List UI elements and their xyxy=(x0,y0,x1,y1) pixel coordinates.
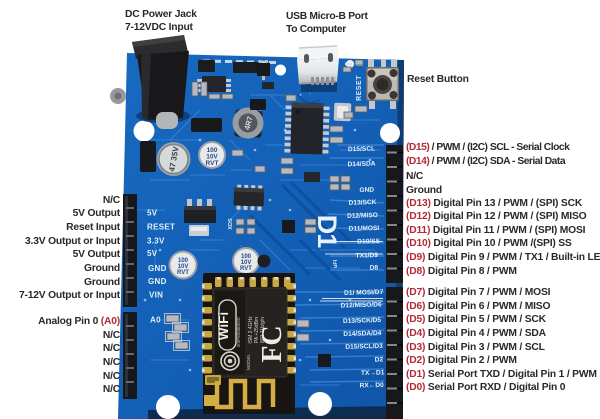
svg-text:100: 100 xyxy=(178,258,189,264)
svg-text:D11/MOSI: D11/MOSI xyxy=(349,225,380,233)
svg-text:PA +25dBm: PA +25dBm xyxy=(254,317,260,343)
svg-text:10V: 10V xyxy=(206,154,218,161)
svg-text:D2: D2 xyxy=(375,356,384,363)
svg-text:D14/SDA/D4: D14/SDA/D4 xyxy=(343,330,382,338)
svg-text:ESP8266MOD: ESP8266MOD xyxy=(236,316,241,346)
svg-text:10V: 10V xyxy=(178,264,189,270)
svg-text:VIN: VIN xyxy=(149,291,163,300)
svg-text:D8: D8 xyxy=(370,265,379,272)
svg-text:47 35V: 47 35V xyxy=(167,145,180,172)
svg-text:D14/SDA: D14/SDA xyxy=(348,161,376,169)
svg-text:FC: FC xyxy=(257,325,288,362)
svg-text:ISM 2.4GHz: ISM 2.4GHz xyxy=(248,316,254,344)
svg-text:GND: GND xyxy=(359,187,374,194)
svg-text:TX→D1: TX→D1 xyxy=(361,369,385,377)
svg-text:XDS: XDS xyxy=(228,218,234,230)
svg-text:RESET: RESET xyxy=(147,223,175,232)
svg-text:uFl: uFl xyxy=(333,259,339,268)
svg-text:4R7: 4R7 xyxy=(242,115,254,131)
svg-text:5V: 5V xyxy=(147,209,158,218)
svg-text:RX←D0: RX←D0 xyxy=(359,382,384,390)
svg-text:D12/MISO: D12/MISO xyxy=(347,212,378,220)
svg-text:MODEL: MODEL xyxy=(246,354,251,371)
svg-text:3.3V: 3.3V xyxy=(147,237,165,246)
svg-text:D10/SS: D10/SS xyxy=(357,238,381,246)
svg-text:GND: GND xyxy=(148,264,167,273)
svg-text:D1: D1 xyxy=(312,215,342,248)
svg-text:D13/SCK: D13/SCK xyxy=(349,199,377,207)
svg-text:D15/SCL/D3: D15/SCL/D3 xyxy=(345,343,383,351)
svg-text:5V: 5V xyxy=(147,249,158,258)
svg-text:TX1/D9: TX1/D9 xyxy=(355,252,378,260)
svg-text:GND: GND xyxy=(148,277,167,286)
svg-text:D1/ MOSI/D7: D1/ MOSI/D7 xyxy=(344,289,384,297)
svg-text:RVT: RVT xyxy=(177,270,189,276)
svg-text:D12/MISO/D6: D12/MISO/D6 xyxy=(341,301,383,309)
svg-text:D13/SCK/D5: D13/SCK/D5 xyxy=(343,317,382,325)
svg-text:802.11b/g/n: 802.11b/g/n xyxy=(260,317,266,343)
svg-text:100: 100 xyxy=(207,147,218,154)
svg-text:RESET: RESET xyxy=(356,75,363,101)
svg-text:D15/SCL: D15/SCL xyxy=(348,146,375,154)
svg-text:100: 100 xyxy=(241,254,252,260)
svg-text:RVT: RVT xyxy=(206,160,219,167)
svg-text:A0: A0 xyxy=(150,316,161,325)
svg-text:10V: 10V xyxy=(241,260,252,266)
svg-text:RVT: RVT xyxy=(240,266,252,272)
svg-text:WiFi: WiFi xyxy=(216,312,231,340)
